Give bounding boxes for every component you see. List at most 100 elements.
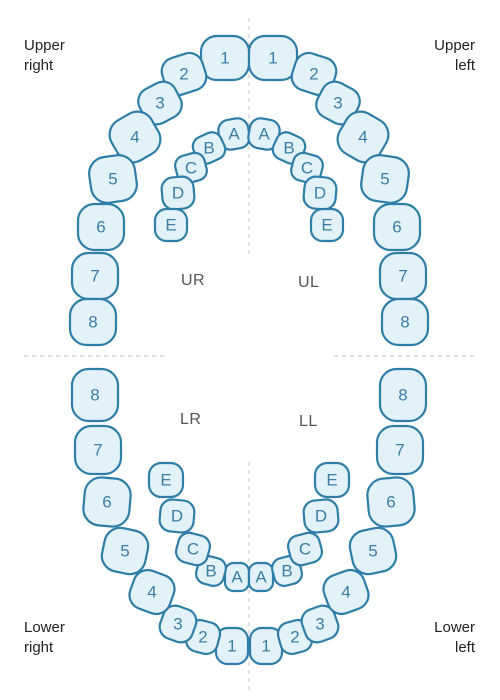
tooth-upper-left-permanent-7[interactable]: 7 bbox=[378, 251, 428, 301]
tooth-upper-right-permanent-7[interactable]: 7 bbox=[70, 251, 120, 301]
tooth-lower-left-permanent-8[interactable]: 8 bbox=[378, 367, 428, 423]
tooth-label-lower-right-permanent-4: 4 bbox=[147, 583, 156, 602]
tooth-label-upper-right-permanent-1: 1 bbox=[220, 49, 229, 68]
tooth-label-lower-left-primary-c: C bbox=[299, 540, 311, 559]
tooth-label-lower-right-permanent-6: 6 bbox=[102, 493, 111, 512]
tooth-label-lower-left-primary-d: D bbox=[315, 507, 327, 526]
tooth-shape-lower-right-permanent-3 bbox=[158, 604, 198, 644]
tooth-label-upper-right-permanent-8: 8 bbox=[88, 313, 97, 332]
tooth-lower-left-primary-d[interactable]: D bbox=[302, 498, 340, 534]
tooth-shape-lower-left-permanent-8 bbox=[378, 367, 428, 423]
tooth-label-upper-left-permanent-2: 2 bbox=[309, 65, 318, 84]
tooth-label-lower-left-permanent-1: 1 bbox=[261, 637, 270, 656]
tooth-lower-left-primary-c[interactable]: C bbox=[286, 530, 325, 567]
tooth-lower-left-primary-e[interactable]: E bbox=[313, 461, 351, 499]
tooth-label-lower-right-primary-c: C bbox=[187, 540, 199, 559]
tooth-lower-right-permanent-5[interactable]: 5 bbox=[99, 525, 151, 577]
tooth-lower-right-primary-c[interactable]: C bbox=[174, 530, 213, 567]
corner-label-lower-right: Lower right bbox=[24, 619, 65, 656]
tooth-label-upper-left-primary-c: C bbox=[301, 159, 313, 178]
quadrant-label-ur: UR bbox=[181, 272, 206, 289]
tooth-shape-lower-right-primary-c bbox=[174, 531, 212, 567]
tooth-label-lower-right-permanent-1: 1 bbox=[227, 637, 236, 656]
tooth-upper-left-permanent-5[interactable]: 5 bbox=[359, 153, 411, 205]
tooth-lower-right-primary-e[interactable]: E bbox=[147, 461, 185, 499]
tooth-label-lower-right-permanent-3: 3 bbox=[173, 615, 182, 634]
tooth-upper-left-primary-e[interactable]: E bbox=[309, 207, 345, 243]
tooth-label-upper-left-permanent-6: 6 bbox=[392, 218, 401, 237]
tooth-lower-left-permanent-3[interactable]: 3 bbox=[298, 602, 342, 646]
tooth-shape-lower-right-permanent-5 bbox=[100, 526, 150, 576]
corner-label-upper-left: Upper left bbox=[434, 37, 475, 74]
tooth-lower-right-primary-d[interactable]: D bbox=[158, 498, 196, 534]
tooth-lower-right-permanent-7[interactable]: 7 bbox=[73, 424, 123, 476]
tooth-shape-upper-right-permanent-6 bbox=[76, 202, 126, 252]
tooth-upper-right-permanent-6[interactable]: 6 bbox=[76, 202, 126, 252]
tooth-shape-upper-left-permanent-8 bbox=[380, 297, 430, 347]
tooth-label-lower-left-permanent-7: 7 bbox=[395, 441, 404, 460]
tooth-label-lower-left-permanent-3: 3 bbox=[315, 615, 324, 634]
tooth-label-lower-left-primary-a: A bbox=[255, 568, 267, 587]
tooth-lower-right-permanent-3[interactable]: 3 bbox=[156, 602, 200, 646]
tooth-shape-lower-right-permanent-6 bbox=[82, 476, 132, 528]
tooth-label-lower-right-permanent-7: 7 bbox=[93, 441, 102, 460]
tooth-label-lower-left-permanent-6: 6 bbox=[386, 493, 395, 512]
tooth-label-upper-right-primary-b: B bbox=[203, 139, 214, 158]
tooth-lower-right-permanent-6[interactable]: 6 bbox=[82, 476, 132, 528]
tooth-shape-upper-left-permanent-4 bbox=[336, 110, 390, 164]
tooth-label-upper-right-primary-a: A bbox=[228, 125, 240, 144]
tooth-shape-lower-right-primary-e bbox=[147, 461, 185, 499]
tooth-lower-left-permanent-7[interactable]: 7 bbox=[375, 424, 425, 476]
tooth-upper-left-permanent-8[interactable]: 8 bbox=[380, 297, 430, 347]
tooth-label-upper-right-permanent-4: 4 bbox=[130, 128, 139, 147]
tooth-lower-left-primary-a[interactable]: A bbox=[247, 561, 275, 593]
tooth-label-upper-left-permanent-8: 8 bbox=[400, 313, 409, 332]
corner-label-lower-left: Lower left bbox=[434, 619, 475, 656]
tooth-upper-right-permanent-4[interactable]: 4 bbox=[104, 106, 167, 169]
tooth-shape-lower-right-permanent-8 bbox=[70, 367, 120, 423]
tooth-upper-left-permanent-4[interactable]: 4 bbox=[332, 106, 395, 169]
tooth-label-upper-right-permanent-2: 2 bbox=[179, 65, 188, 84]
tooth-shape-upper-right-permanent-5 bbox=[88, 154, 138, 204]
tooth-label-upper-right-permanent-6: 6 bbox=[96, 218, 105, 237]
tooth-upper-right-permanent-8[interactable]: 8 bbox=[68, 297, 118, 347]
quadrant-label-ul: UL bbox=[298, 274, 320, 291]
tooth-label-lower-right-permanent-8: 8 bbox=[90, 386, 99, 405]
tooth-label-upper-left-primary-e: E bbox=[321, 216, 332, 235]
tooth-label-upper-left-permanent-7: 7 bbox=[398, 267, 407, 286]
tooth-lower-left-permanent-4[interactable]: 4 bbox=[319, 566, 372, 618]
tooth-upper-left-permanent-1[interactable]: 1 bbox=[247, 34, 299, 82]
tooth-lower-right-permanent-8[interactable]: 8 bbox=[70, 367, 120, 423]
tooth-lower-left-permanent-6[interactable]: 6 bbox=[366, 476, 416, 528]
tooth-upper-right-permanent-1[interactable]: 1 bbox=[199, 34, 251, 82]
tooth-lower-left-permanent-1[interactable]: 1 bbox=[248, 626, 284, 666]
tooth-shape-upper-right-primary-e bbox=[153, 207, 189, 243]
tooth-upper-right-primary-e[interactable]: E bbox=[153, 207, 189, 243]
tooth-lower-right-permanent-4[interactable]: 4 bbox=[125, 566, 178, 618]
tooth-shape-upper-right-permanent-4 bbox=[108, 110, 162, 164]
tooth-upper-left-primary-d[interactable]: D bbox=[302, 175, 338, 211]
quadrant-label-lr: LR bbox=[180, 411, 202, 428]
tooth-label-upper-left-primary-a: A bbox=[258, 125, 270, 144]
tooth-shape-lower-left-primary-d bbox=[302, 498, 340, 534]
tooth-label-lower-right-primary-e: E bbox=[160, 471, 171, 490]
tooth-shape-lower-left-permanent-6 bbox=[366, 476, 416, 528]
tooth-shape-lower-left-permanent-4 bbox=[322, 568, 370, 616]
teeth-group: 12345678ABCDE12345678ABCDE12345678ABCDE1… bbox=[68, 34, 430, 666]
tooth-label-lower-right-primary-b: B bbox=[205, 562, 216, 581]
tooth-upper-right-permanent-5[interactable]: 5 bbox=[87, 153, 139, 205]
quadrant-label-ll: LL bbox=[299, 413, 318, 430]
tooth-lower-left-permanent-5[interactable]: 5 bbox=[347, 525, 399, 577]
tooth-label-lower-right-permanent-5: 5 bbox=[120, 542, 129, 561]
tooth-label-upper-right-permanent-5: 5 bbox=[108, 170, 117, 189]
tooth-label-upper-right-permanent-7: 7 bbox=[90, 267, 99, 286]
tooth-label-upper-left-permanent-4: 4 bbox=[358, 128, 367, 147]
tooth-label-lower-right-primary-d: D bbox=[171, 507, 183, 526]
tooth-label-lower-right-primary-a: A bbox=[231, 568, 243, 587]
tooth-label-upper-right-primary-c: C bbox=[185, 159, 197, 178]
tooth-upper-right-primary-d[interactable]: D bbox=[160, 175, 196, 211]
tooth-label-lower-left-permanent-4: 4 bbox=[341, 583, 350, 602]
tooth-lower-right-primary-a[interactable]: A bbox=[223, 561, 251, 593]
tooth-shape-lower-right-permanent-4 bbox=[128, 568, 176, 616]
tooth-upper-left-permanent-6[interactable]: 6 bbox=[372, 202, 422, 252]
